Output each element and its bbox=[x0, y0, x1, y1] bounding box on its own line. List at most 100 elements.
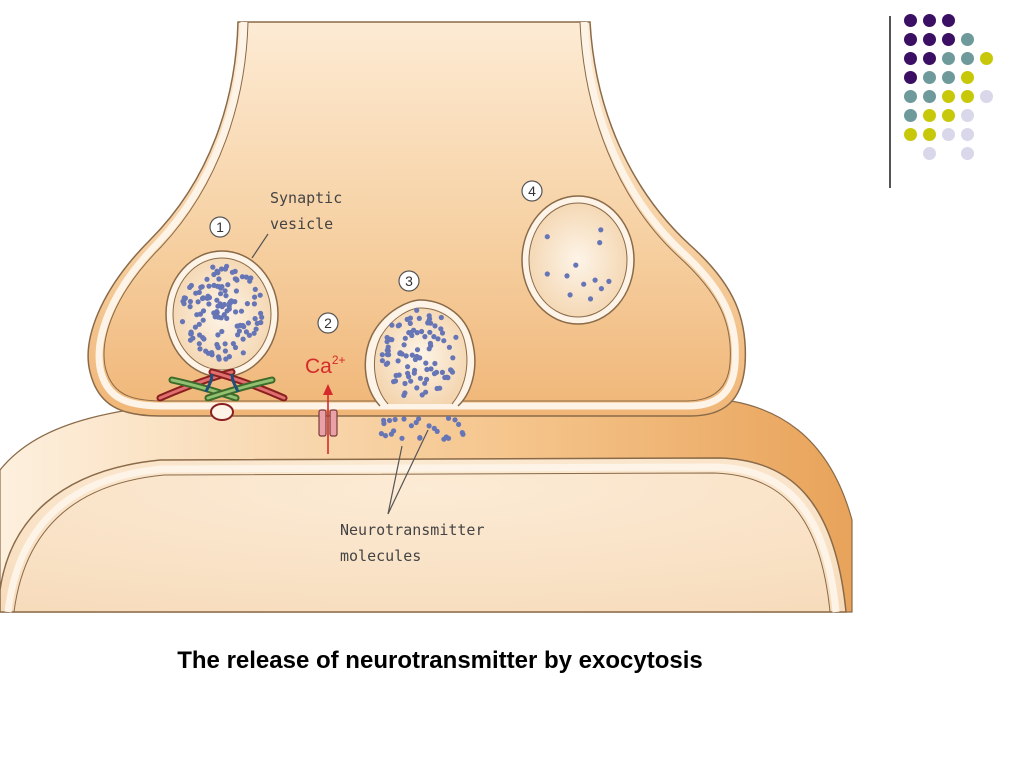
step-2-marker: 2 bbox=[317, 312, 339, 334]
molecule-dot bbox=[209, 350, 215, 356]
molecule-dot bbox=[243, 274, 249, 280]
molecule-dot bbox=[414, 307, 420, 313]
neurotransmitter-pointer-a bbox=[387, 445, 403, 515]
decorative-dot bbox=[904, 109, 917, 122]
molecule-dot bbox=[392, 378, 399, 384]
decorative-dot bbox=[980, 90, 993, 103]
molecule-dot bbox=[205, 293, 211, 299]
svg-text:2: 2 bbox=[324, 315, 332, 331]
decorative-dot bbox=[942, 71, 955, 84]
molecule-dot bbox=[382, 433, 389, 439]
molecule-dot bbox=[378, 431, 384, 437]
molecule-dot bbox=[381, 417, 387, 423]
molecule-dot bbox=[407, 320, 413, 326]
molecule-dot bbox=[226, 354, 232, 360]
decorative-dot bbox=[923, 147, 936, 160]
svg-text:3: 3 bbox=[405, 273, 413, 289]
molecule-dot bbox=[598, 286, 605, 292]
molecule-dot bbox=[392, 416, 398, 423]
molecule-dot bbox=[214, 297, 220, 303]
synaptic-vesicle-label-line1: Synaptic bbox=[270, 189, 342, 207]
molecule-dot bbox=[450, 355, 456, 361]
presynaptic-membrane bbox=[95, 21, 739, 410]
molecule-dot bbox=[240, 336, 246, 342]
molecule-dot bbox=[246, 332, 252, 338]
molecule-dot bbox=[197, 332, 203, 338]
molecule-dot bbox=[432, 360, 438, 367]
molecule-dot bbox=[426, 423, 432, 429]
molecule-dot bbox=[224, 315, 230, 321]
molecule-dot bbox=[216, 356, 222, 362]
svg-text:4: 4 bbox=[528, 183, 536, 199]
neurotransmitter-label-line1: Neurotransmitter bbox=[340, 521, 485, 539]
vesicle-recycled bbox=[521, 195, 635, 325]
molecule-dot bbox=[399, 435, 405, 441]
molecule-dot bbox=[433, 369, 440, 375]
postsynaptic-cell bbox=[0, 457, 847, 613]
molecule-dot bbox=[456, 421, 462, 427]
molecule-dot bbox=[395, 358, 401, 364]
molecule-dot bbox=[413, 419, 419, 426]
decorative-dot bbox=[942, 14, 955, 27]
molecule-dot bbox=[598, 227, 604, 233]
molecule-dot bbox=[258, 310, 264, 316]
molecule-dot bbox=[210, 264, 216, 270]
molecule-dot bbox=[387, 336, 393, 342]
molecule-dot bbox=[419, 328, 425, 335]
molecule-dot bbox=[388, 431, 394, 437]
molecule-dot bbox=[383, 361, 389, 367]
molecule-dot bbox=[408, 423, 414, 429]
molecule-dot bbox=[245, 320, 251, 326]
molecule-dot bbox=[218, 266, 225, 272]
molecule-dot bbox=[234, 277, 240, 283]
decorative-dot bbox=[942, 90, 955, 103]
molecule-dot bbox=[197, 311, 203, 317]
decorative-dot bbox=[904, 52, 917, 65]
molecule-dot bbox=[428, 343, 434, 349]
molecule-dot bbox=[438, 314, 444, 321]
molecule-dot bbox=[222, 266, 228, 272]
molecule-dot bbox=[187, 304, 193, 310]
molecule-dot bbox=[423, 360, 429, 366]
decorative-dot bbox=[980, 52, 993, 65]
synapse-diagram: Ca2+ 1 2 3 4 Synaptic vesicle Neurotrans… bbox=[0, 21, 853, 613]
molecule-dot bbox=[193, 290, 199, 296]
molecule-dot bbox=[446, 344, 452, 350]
molecule-dot bbox=[211, 282, 217, 288]
decorative-dot bbox=[923, 14, 936, 27]
molecule-dot bbox=[187, 337, 194, 343]
molecule-dot bbox=[218, 285, 224, 291]
vesicle-docked bbox=[165, 250, 279, 378]
molecule-dot bbox=[441, 338, 447, 344]
molecule-dot bbox=[257, 292, 263, 298]
molecule-dot bbox=[402, 335, 408, 341]
molecule-dot bbox=[215, 314, 221, 320]
molecule-dot bbox=[247, 278, 253, 284]
decorative-dot-grid bbox=[904, 14, 1014, 164]
decorative-dot bbox=[942, 52, 955, 65]
molecule-dot bbox=[216, 276, 222, 282]
molecule-dot bbox=[200, 308, 207, 314]
molecule-dot bbox=[405, 370, 411, 376]
molecule-dot bbox=[417, 435, 423, 441]
molecule-dot bbox=[544, 234, 550, 240]
molecule-dot bbox=[414, 385, 420, 391]
decorative-dot bbox=[942, 109, 955, 122]
molecule-dot bbox=[411, 370, 417, 376]
decorative-dot bbox=[904, 128, 917, 141]
molecule-dot bbox=[396, 372, 402, 378]
decorative-dot bbox=[961, 147, 974, 160]
molecule-dot bbox=[564, 273, 570, 279]
decorative-dot bbox=[904, 71, 917, 84]
molecule-dot bbox=[439, 330, 446, 336]
synaptic-vesicle-label-line2: vesicle bbox=[270, 215, 333, 233]
molecule-dot bbox=[214, 269, 220, 275]
neurotransmitter-label-line2: molecules bbox=[340, 547, 421, 565]
decorative-dot bbox=[923, 33, 936, 46]
molecule-dot bbox=[412, 356, 418, 363]
molecule-dot bbox=[221, 312, 227, 318]
decorative-dot bbox=[923, 71, 936, 84]
slide-caption: The release of neurotransmitter by exocy… bbox=[177, 647, 703, 674]
decorative-dot bbox=[942, 33, 955, 46]
molecule-dot bbox=[230, 341, 236, 347]
